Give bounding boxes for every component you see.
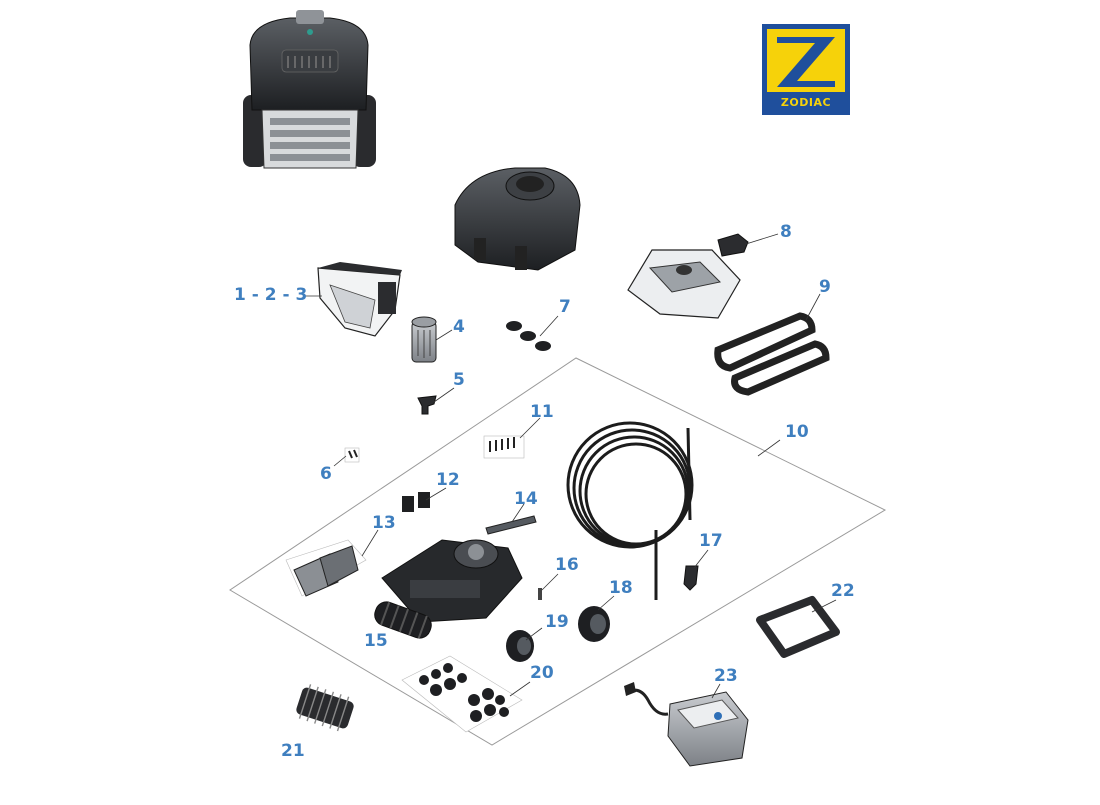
callout-14: 14 bbox=[514, 489, 538, 509]
screw-set-part bbox=[483, 435, 525, 459]
callout-21: 21 bbox=[281, 741, 305, 761]
connector-part bbox=[683, 565, 699, 591]
kit-frame bbox=[229, 357, 887, 746]
callout-7: 7 bbox=[559, 297, 571, 317]
zodiac-logo: ZODIAC bbox=[762, 24, 850, 115]
brush-pads-part bbox=[402, 492, 430, 512]
brush-part bbox=[296, 684, 354, 732]
clip-part bbox=[417, 395, 437, 415]
callout-4: 4 bbox=[453, 317, 465, 337]
bearings-part bbox=[401, 655, 523, 733]
top-cover-part bbox=[627, 249, 741, 319]
callout-16: 16 bbox=[555, 555, 579, 575]
leader-lines bbox=[304, 233, 837, 699]
callout-19: 19 bbox=[545, 612, 569, 632]
tracks-part bbox=[714, 312, 830, 396]
callout-9: 9 bbox=[819, 277, 831, 297]
logo-mark bbox=[767, 29, 845, 92]
wheel-large-part bbox=[578, 606, 610, 642]
screws-part bbox=[344, 447, 360, 463]
robot-cleaner-image bbox=[243, 10, 376, 169]
cyclone-part bbox=[411, 316, 437, 363]
callout-8: 8 bbox=[780, 222, 792, 242]
latch-part bbox=[717, 233, 749, 257]
power-supply-part bbox=[624, 682, 749, 767]
logo-wordmark: ZODIAC bbox=[780, 96, 832, 109]
pin-part bbox=[538, 588, 542, 600]
roller-part bbox=[374, 601, 432, 639]
callout-15: 15 bbox=[364, 631, 388, 651]
callout-22: 22 bbox=[831, 581, 855, 601]
callout-10: 10 bbox=[785, 422, 809, 442]
callout-13: 13 bbox=[372, 513, 396, 533]
callout-23: 23 bbox=[714, 666, 738, 686]
callout-5: 5 bbox=[453, 370, 465, 390]
pads-part bbox=[506, 321, 551, 351]
robot-body-part bbox=[454, 167, 581, 271]
caddy-handle-part bbox=[756, 596, 840, 658]
strip-part bbox=[485, 515, 537, 535]
wheel-small-part bbox=[506, 630, 534, 662]
callout-11: 11 bbox=[530, 402, 554, 422]
callout-18: 18 bbox=[609, 578, 633, 598]
callout-20: 20 bbox=[530, 663, 554, 683]
chassis-part bbox=[381, 539, 523, 623]
callout-12: 12 bbox=[436, 470, 460, 490]
callout-1-2-3: 1 - 2 - 3 bbox=[234, 285, 308, 305]
callout-17: 17 bbox=[699, 531, 723, 551]
filter-basket-part bbox=[317, 262, 402, 337]
callout-6: 6 bbox=[320, 464, 332, 484]
cable-part bbox=[566, 421, 694, 600]
motor-cover-part bbox=[285, 539, 367, 597]
